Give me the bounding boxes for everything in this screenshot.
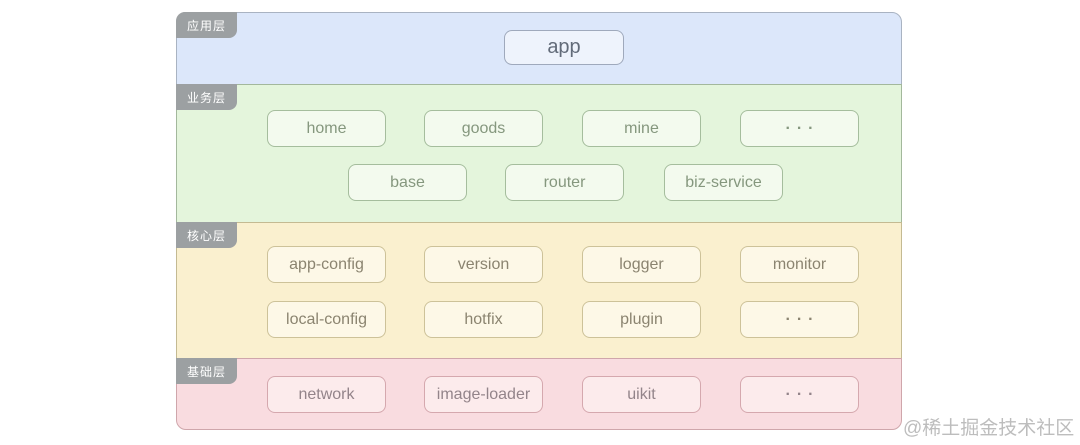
module-box-app-config: app-config (267, 246, 386, 283)
module-box-image-loader: image-loader (424, 376, 543, 413)
layer-label-foundation: 基础层 (176, 358, 237, 384)
module-box-plugin: plugin (582, 301, 701, 338)
module-box-base: base (348, 164, 467, 201)
layer-application: 应用层 app (176, 12, 902, 85)
layer-label-application: 应用层 (176, 12, 237, 38)
watermark: @稀土掘金技术社区 (903, 418, 1075, 439)
layer-label-business: 业务层 (176, 84, 237, 110)
module-box-more-business: ··· (740, 110, 859, 147)
module-box-biz-service: biz-service (664, 164, 783, 201)
module-box-router: router (505, 164, 624, 201)
architecture-diagram: 应用层 app 业务层 home goods mine ··· base rou… (176, 12, 902, 430)
module-box-home: home (267, 110, 386, 147)
layer-foundation: 基础层 network image-loader uikit ··· (176, 358, 902, 430)
module-box-uikit: uikit (582, 376, 701, 413)
module-box-local-config: local-config (267, 301, 386, 338)
module-box-more-foundation: ··· (740, 376, 859, 413)
module-box-monitor: monitor (740, 246, 859, 283)
module-box-more-core: ··· (740, 301, 859, 338)
layer-business: 业务层 home goods mine ··· base router biz-… (176, 84, 902, 223)
module-box-version: version (424, 246, 543, 283)
module-box-goods: goods (424, 110, 543, 147)
module-box-network: network (267, 376, 386, 413)
module-box-app: app (504, 30, 624, 65)
layer-label-core: 核心层 (176, 222, 237, 248)
module-box-hotfix: hotfix (424, 301, 543, 338)
module-box-mine: mine (582, 110, 701, 147)
layer-core: 核心层 app-config version logger monitor lo… (176, 222, 902, 359)
module-box-logger: logger (582, 246, 701, 283)
